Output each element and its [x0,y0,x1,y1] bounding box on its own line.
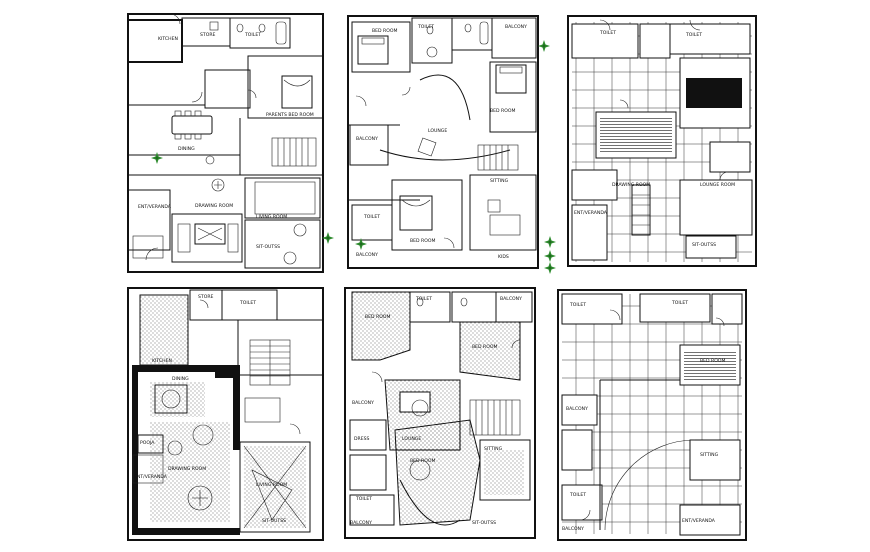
dining-table [171,110,213,140]
room-drawing: DRAWING ROOM [195,203,233,209]
room-toilet: TOILET [239,300,256,306]
room-lounge: LOUNGE [428,128,447,134]
room-toilet: TOILET [569,302,586,308]
room-sit-out: SIT-OUTSS [692,242,716,248]
room-dress: DRESS [354,436,370,442]
plant-icon [544,250,556,262]
room-balcony-2: BALCONY [352,400,374,406]
room-kitchen: KITCHEN [152,358,172,364]
room-toilet-2: TOILET [685,32,702,38]
room-bed-2: BED ROOM [490,108,515,114]
room-toilet: TOILET [415,296,432,302]
room-store: STORE [198,294,214,300]
floor-plan-1: KITCHEN STORE TOILET DINING PARENTS BED … [127,13,334,273]
floor-plan-6: TOILET TOILET BED ROOM BALCONY SITTING T… [557,289,747,541]
floor-plan-3: TOILET TOILET LOUNGE ROOM DRAWING ROOM E… [567,15,757,267]
room-balcony-3: BALCONY [350,520,372,526]
floor-plan-5: BED ROOM TOILET BALCONY BED ROOM BALCONY… [344,287,536,539]
room-balcony-left: BALCONY [356,136,378,142]
sofa [194,223,226,245]
stairs-plan-5 [469,399,521,436]
plant-icon [544,236,556,248]
plant-icon [544,262,556,274]
room-toilet-2: TOILET [355,496,372,502]
room-store: STORE [200,32,216,38]
stairs-plan-1 [271,137,317,167]
room-pooja: POOJA [140,440,155,446]
room-sit-out: SIT-OUTSS [262,518,286,524]
room-entry: ENT/VERANDA [134,474,168,480]
room-lounge: LOUNGE ROOM [700,182,735,188]
room-balcony-top: BALCONY [505,24,527,30]
stairs-plan-4 [249,339,291,386]
room-toilet-2: TOILET [363,214,380,220]
floor-plan-4: KITCHEN STORE TOILET DINING DRAWING ROOM… [127,287,324,541]
room-drawing: DRAWING ROOM [168,466,206,472]
room-toilet: TOILET [599,30,616,36]
room-lounge: LOUNGE [402,436,421,442]
room-living: LIVING ROOM [256,482,287,488]
floor-plan-2: BED ROOM TOILET BALCONY BED ROOM LOUNGE … [347,15,556,274]
bed [357,35,389,65]
room-balcony: BALCONY [566,406,588,412]
room-toilet: TOILET [417,24,434,30]
room-bed-3: BED ROOM [410,458,435,464]
room-kids: KIDS [498,254,509,260]
room-balcony-bottom: BALCONY [356,252,378,258]
staircase-void [686,78,742,108]
room-entry: ENT/VERANDA [682,518,716,524]
room-bed-1: BED ROOM [365,314,390,320]
room-kitchen: KITCHEN [158,36,178,42]
room-drawing: DRAWING ROOM [612,182,650,188]
bed [495,64,527,94]
room-balcony-2: BALCONY [562,526,584,532]
room-entry: ENT/VERANDA [138,204,172,210]
stairs-plan-2 [477,144,519,171]
room-sitting: SITTING [490,178,509,184]
room-bed-2: BED ROOM [472,344,497,350]
room-entry: ENT/VERANDA [574,210,608,216]
room-toilet: TOILET [244,32,261,38]
room-toilet-2: TOILET [671,300,688,306]
bed [281,75,313,109]
room-balcony: BALCONY [500,296,522,302]
room-sit-out: SIT-OUTSS [256,244,280,250]
bed [399,195,433,231]
room-sitting: SITTING [484,446,503,452]
room-sit-out: SIT-OUTSS [472,520,496,526]
room-dining: DINING [172,376,189,382]
room-bed-3: BED ROOM [410,238,435,244]
room-sitting: SITTING [700,452,719,458]
room-parents-bed: PARENTS BED ROOM [266,112,314,118]
room-bed: BED ROOM [700,358,725,364]
room-dining: DINING [178,146,195,152]
room-bed-1: BED ROOM [372,28,397,34]
room-toilet-3: TOILET [569,492,586,498]
room-living: LIVING ROOM [256,214,287,220]
plant-icon [538,40,550,52]
plant-icon [151,152,163,164]
